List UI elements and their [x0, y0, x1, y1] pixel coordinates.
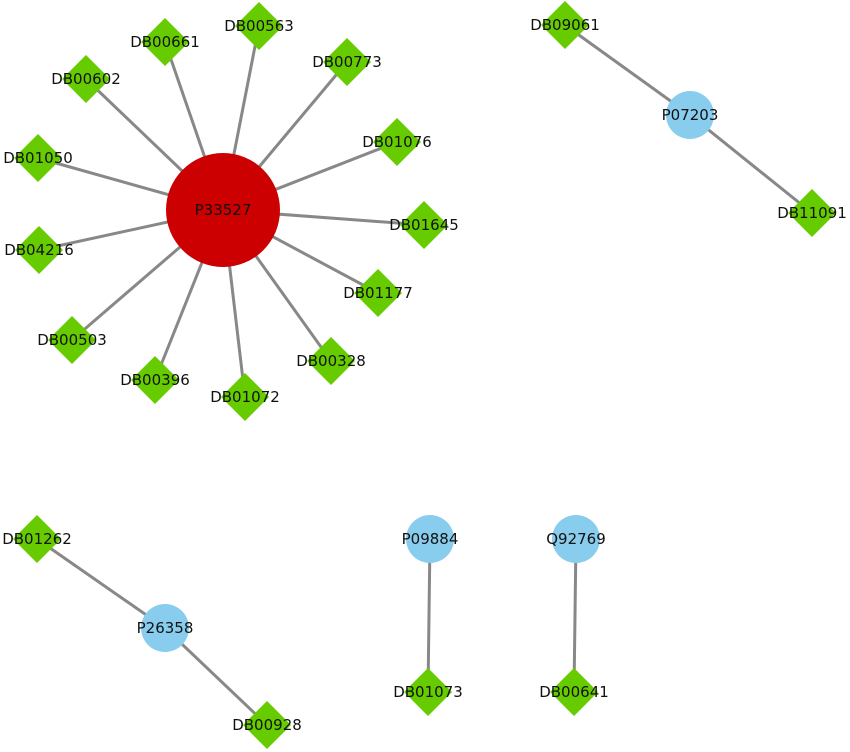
- node-DB01262[interactable]: DB01262: [2, 515, 72, 563]
- node-label: DB01076: [362, 133, 432, 151]
- node-label: P26358: [137, 619, 194, 637]
- drug-diamond-shape: [541, 1, 589, 49]
- drug-diamond-shape: [48, 316, 96, 364]
- node-DB00396[interactable]: DB00396: [120, 356, 190, 404]
- node-DB00928[interactable]: DB00928: [232, 701, 302, 749]
- node-P09884[interactable]: P09884: [402, 515, 459, 563]
- node-label: DB01262: [2, 530, 72, 548]
- node-DB00503[interactable]: DB00503: [37, 316, 107, 364]
- protein-circle-shape: [552, 515, 600, 563]
- drug-diamond-shape: [323, 38, 371, 86]
- protein-circle-shape: [406, 515, 454, 563]
- drug-diamond-shape: [404, 668, 452, 716]
- node-P07203[interactable]: P07203: [662, 91, 719, 139]
- node-label: P33527: [195, 201, 252, 219]
- node-DB00328[interactable]: DB00328: [296, 337, 366, 385]
- protein-circle-shape: [666, 91, 714, 139]
- node-DB00661[interactable]: DB00661: [130, 18, 200, 66]
- drug-diamond-shape: [307, 337, 355, 385]
- drug-diamond-shape: [400, 201, 448, 249]
- node-label: DB01073: [393, 683, 463, 701]
- node-Q92769[interactable]: Q92769: [546, 515, 606, 563]
- drug-diamond-shape: [131, 356, 179, 404]
- node-DB01076[interactable]: DB01076: [362, 118, 432, 166]
- drug-diamond-shape: [235, 2, 283, 50]
- node-label: DB00641: [539, 683, 609, 701]
- edge-Q92769-DB00641: [572, 538, 578, 693]
- node-label: DB00503: [37, 331, 107, 349]
- node-DB01050[interactable]: DB01050: [3, 134, 73, 182]
- node-label: DB01177: [343, 284, 413, 302]
- node-label: DB00396: [120, 371, 190, 389]
- node-label: Q92769: [546, 530, 606, 548]
- drug-diamond-shape: [62, 55, 110, 103]
- node-label: DB01050: [3, 149, 73, 167]
- edge-P26358-DB01262: [36, 537, 166, 630]
- node-P33527[interactable]: P33527: [166, 153, 280, 267]
- drug-diamond-shape: [14, 134, 62, 182]
- node-P26358[interactable]: P26358: [137, 604, 194, 652]
- node-label: DB01072: [210, 388, 280, 406]
- node-DB01177[interactable]: DB01177: [343, 269, 413, 317]
- node-DB01072[interactable]: DB01072: [210, 373, 280, 421]
- node-label: DB00602: [51, 70, 121, 88]
- drug-diamond-shape: [141, 18, 189, 66]
- node-label: P09884: [402, 530, 459, 548]
- node-label: DB00928: [232, 716, 302, 734]
- drug-diamond-shape: [550, 668, 598, 716]
- node-DB04216[interactable]: DB04216: [4, 226, 74, 274]
- node-label: DB11091: [777, 204, 847, 222]
- node-label: DB00661: [130, 33, 200, 51]
- drug-diamond-shape: [354, 269, 402, 317]
- node-label: DB00328: [296, 352, 366, 370]
- node-label: DB00563: [224, 17, 294, 35]
- node-DB09061[interactable]: DB09061: [530, 1, 600, 49]
- node-DB00602[interactable]: DB00602: [51, 55, 121, 103]
- node-DB01073[interactable]: DB01073: [393, 668, 463, 716]
- drug-diamond-shape: [788, 189, 836, 237]
- drug-diamond-shape: [373, 118, 421, 166]
- protein-circle-shape: [166, 153, 280, 267]
- edge-P07203-DB09061: [564, 23, 691, 117]
- node-label: DB01645: [389, 216, 459, 234]
- drug-diamond-shape: [243, 701, 291, 749]
- drug-diamond-shape: [221, 373, 269, 421]
- node-label: DB09061: [530, 16, 600, 34]
- node-DB00563[interactable]: DB00563: [224, 2, 294, 50]
- node-label: DB04216: [4, 241, 74, 259]
- edge-P09884-DB01073: [426, 538, 432, 693]
- node-DB00773[interactable]: DB00773: [312, 38, 382, 86]
- protein-circle-shape: [141, 604, 189, 652]
- drug-diamond-shape: [15, 226, 63, 274]
- edge-P07203-DB11091: [689, 113, 813, 215]
- node-DB11091[interactable]: DB11091: [777, 189, 847, 237]
- node-label: P07203: [662, 106, 719, 124]
- drug-diamond-shape: [13, 515, 61, 563]
- node-label: DB00773: [312, 53, 382, 71]
- node-DB01645[interactable]: DB01645: [389, 201, 459, 249]
- node-DB00641[interactable]: DB00641: [539, 668, 609, 716]
